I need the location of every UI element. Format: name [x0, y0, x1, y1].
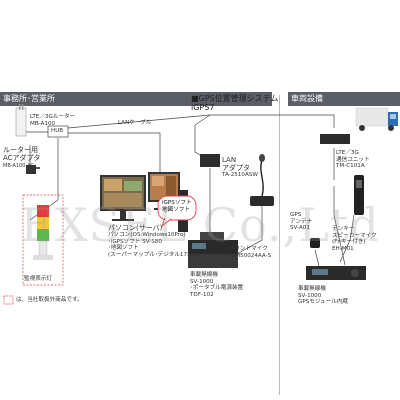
lan-cable-line [67, 114, 335, 129]
office-radio-device [188, 232, 238, 268]
system-title: ■GPS位置管理システム iGPS7 [191, 94, 279, 112]
vehicle-radio-device [306, 266, 366, 280]
stand-mic-device [250, 154, 274, 206]
tenkey-mic-label: テンキースピーカーマイク (Fnキー付き)EH-M01 [332, 226, 377, 252]
lan-cable-label: LANケーブル [118, 120, 152, 126]
section-divider [279, 95, 280, 395]
gps-antenna-device [310, 238, 320, 248]
software-bubble-label: iGPSソフト地図ソフト [162, 200, 192, 213]
vehicle-radio-line [333, 186, 346, 266]
legend-dashed-square [3, 295, 14, 305]
lte-router-device [15, 104, 27, 137]
hub-to-pc-line [68, 132, 161, 180]
speaker-mic-device [354, 175, 364, 215]
mic-cable [234, 198, 263, 256]
monitor-lamp-device [33, 205, 53, 260]
section-header-vehicle: 車両設備 [288, 92, 400, 106]
mic-coil-cable [339, 214, 355, 263]
section-header-office: 事務所･営業所 [0, 92, 272, 106]
hub-box [47, 125, 69, 138]
lte-unit-device [320, 134, 350, 144]
watermark-text: EXSEL Co.,Ltd [20, 198, 380, 252]
pc-label: パソコン(サーバ) パソコン(OS:Windows10Pro) ･iGPSソフト… [108, 224, 201, 258]
monitor-lamp-dashed-box [22, 194, 64, 286]
software-bubble-outline [157, 195, 197, 221]
monitor-lamp-label: 監視表示灯 [24, 276, 52, 282]
ac-adapter-device [26, 165, 40, 174]
lan-adapter-cable [194, 114, 211, 159]
hub-label: HUB [51, 128, 64, 134]
lan-adapter-device [200, 154, 220, 167]
truck-icon [355, 107, 398, 131]
legend-text: は、当社取扱外商品です。 [16, 297, 83, 303]
